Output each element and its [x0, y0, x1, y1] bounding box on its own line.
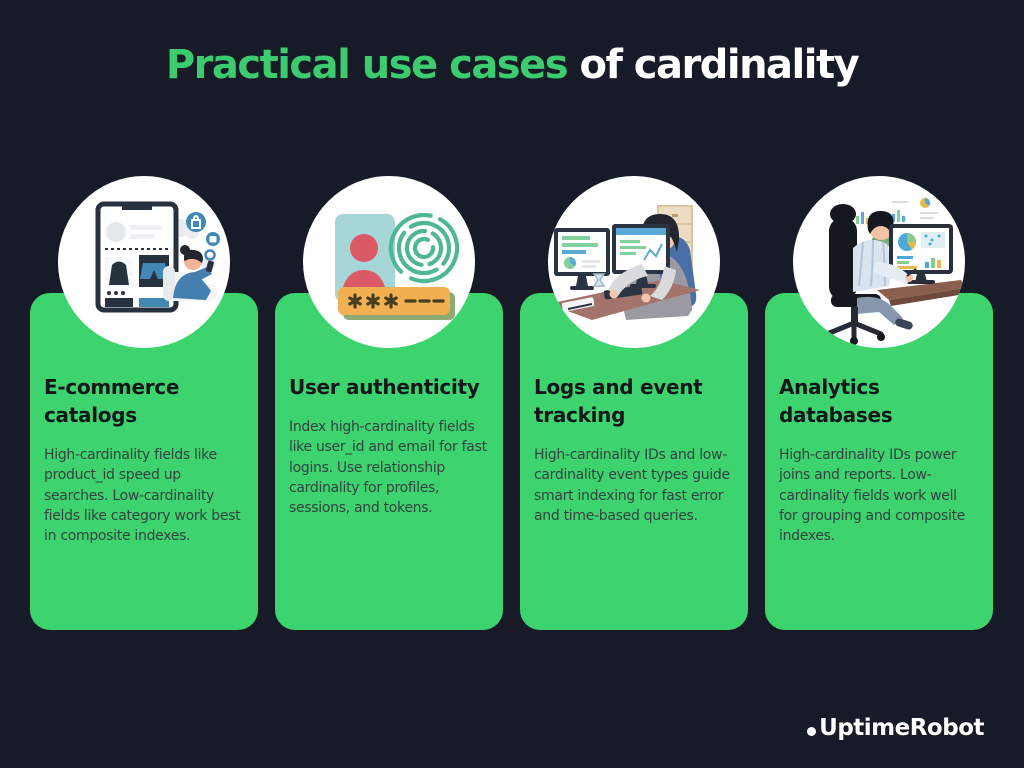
use-case-column-authenticity: User authenticity Index high-cardinality… — [275, 176, 503, 630]
uptimerobot-logo: UptimeRobot — [807, 715, 984, 741]
illustration-badge — [303, 176, 475, 348]
card-body: High-cardinality IDs power joins and rep… — [779, 447, 966, 545]
illustration-badge — [548, 176, 720, 348]
use-case-column-ecommerce: E-commerce catalogs High-cardinality fie… — [30, 176, 258, 630]
use-case-cards-row: E-commerce catalogs High-cardinality fie… — [30, 176, 993, 630]
ecommerce-catalog-icon — [95, 201, 220, 313]
use-case-card: Analytics databases High-cardinality IDs… — [765, 293, 993, 630]
use-case-card: E-commerce catalogs High-cardinality fie… — [30, 293, 258, 630]
analytics-database-icon — [822, 194, 965, 345]
illustration-badge — [58, 176, 230, 348]
card-title: Logs and event tracking — [534, 375, 703, 427]
user-authentication-icon — [335, 212, 460, 320]
use-case-column-analytics: Analytics databases High-cardinality IDs… — [765, 176, 993, 630]
page-title: Practical use cases of cardinality — [0, 42, 1024, 88]
card-body: High-cardinality IDs and low-cardinality… — [534, 447, 730, 524]
card-body: High-cardinality fields like product_id … — [44, 447, 241, 545]
use-case-card: User authenticity Index high-cardinality… — [275, 293, 503, 630]
uptimerobot-dot-icon — [807, 727, 817, 736]
illustration-badge — [793, 176, 965, 348]
card-title: E-commerce catalogs — [44, 375, 180, 427]
logs-event-tracking-icon — [548, 205, 700, 320]
card-body: Index high-cardinality fields like user_… — [289, 419, 487, 517]
use-case-column-logs: Logs and event tracking High-cardinality… — [520, 176, 748, 630]
page-title-highlight: Practical use cases — [165, 42, 569, 88]
use-case-card: Logs and event tracking High-cardinality… — [520, 293, 748, 630]
card-title: Analytics databases — [779, 375, 893, 427]
uptimerobot-wordmark: UptimeRobot — [819, 715, 984, 741]
page-title-rest: of cardinality — [567, 42, 859, 88]
card-title: User authenticity — [289, 375, 480, 399]
